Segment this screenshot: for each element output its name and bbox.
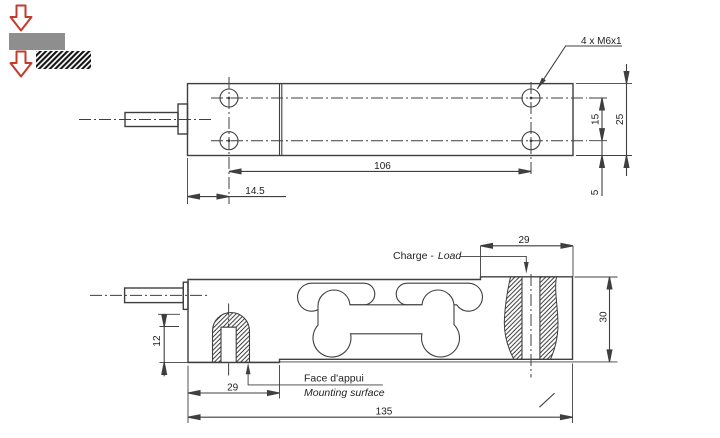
thread-callout: 4 x M6x1 [581, 36, 622, 47]
hatched-ground-icon [36, 51, 91, 69]
down-arrow-icon [9, 50, 33, 78]
dim-text-12: 12 [152, 335, 163, 347]
dim-text-29-top: 29 [518, 235, 530, 246]
mounting-surface-label-fr: Face d'appui [304, 373, 364, 385]
dim-load-offset [479, 242, 574, 249]
dim-hole-depth [161, 313, 168, 377]
side-view-texts: Charge -Load Face d'appui Mounting surfa… [152, 235, 609, 418]
dim-text-106: 106 [374, 161, 391, 172]
dim-total-length [187, 414, 574, 421]
down-arrow-icon [9, 4, 33, 32]
mounting-holes [219, 88, 541, 151]
bone-cutout [312, 289, 461, 358]
dim-hole-offset [186, 193, 286, 200]
cable-gland [177, 103, 189, 135]
foot-section [188, 312, 280, 364]
surface-tick [539, 392, 555, 408]
top-view-body [124, 82, 574, 157]
dim-hole-pitch [599, 97, 605, 196]
side-view [90, 242, 618, 423]
thread-callout-leader [536, 45, 622, 90]
top-view [79, 45, 632, 204]
dim-total-height [606, 276, 613, 363]
mounting-surface-leader [245, 362, 383, 386]
flexure-cavity [297, 282, 483, 358]
dim-text-15: 15 [590, 113, 601, 125]
mounting-surface-label-en: Mounting surface [304, 387, 385, 399]
dim-text-30: 30 [598, 311, 609, 323]
dim-text-135: 135 [376, 407, 393, 418]
load-button-section [503, 276, 559, 360]
dim-text-29-bottom: 29 [227, 383, 239, 394]
dim-foot-width [187, 390, 281, 396]
charge-leader [460, 255, 529, 274]
dim-text-25: 25 [615, 113, 626, 125]
gray-block [9, 33, 65, 50]
charge-load-label: Charge -Load [393, 250, 462, 262]
cable-gland [182, 281, 189, 311]
top-view-texts: 4 x M6x1 106 14.5 15 25 5 [245, 36, 626, 197]
dim-text-5: 5 [590, 189, 601, 195]
load-direction-icon [9, 4, 91, 78]
dim-text-14-5: 14.5 [245, 186, 265, 197]
dim-body-width [623, 64, 630, 176]
dim-hole-span [228, 168, 532, 175]
